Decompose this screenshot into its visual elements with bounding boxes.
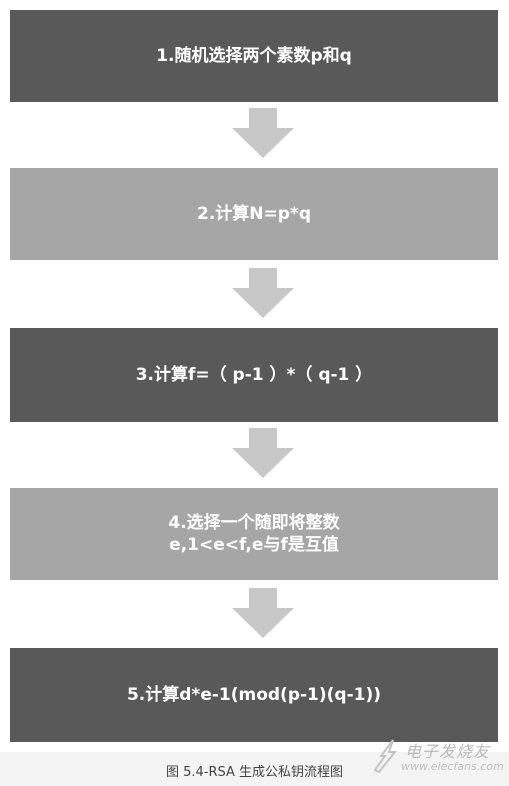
arrow-shape — [232, 268, 294, 318]
arrow-down-icon — [232, 588, 294, 638]
arrow-shape — [232, 588, 294, 638]
step-4-text-line-2: e,1<e<f,e与f是互值 — [169, 535, 339, 555]
arrow-shape — [232, 428, 294, 478]
watermark: 电子发烧友 www.elecfans.com — [371, 734, 504, 780]
step-4-text-line-1: 4.选择一个随即将整数 — [168, 513, 340, 533]
step-3-text: 3.计算f=（ p-1 ）*（ q-1 ） — [135, 365, 373, 385]
arrow-down-icon — [232, 428, 294, 478]
step-1-box: 1.随机选择两个素数p和q — [10, 10, 498, 102]
step-1-text: 1.随机选择两个素数p和q — [156, 46, 352, 66]
step-4-box: 4.选择一个随即将整数 e,1<e<f,e与f是互值 — [10, 488, 498, 580]
watermark-logo-icon — [373, 739, 398, 774]
figure-caption: 图 5.4-RSA 生成公私钥流程图 — [165, 765, 344, 780]
step-5-text: 5.计算d*e-1(mod(p-1)(q-1)) — [126, 685, 382, 705]
step-2-text: 2.计算N=p*q — [197, 204, 311, 224]
step-3-box: 3.计算f=（ p-1 ）*（ q-1 ） — [10, 328, 498, 422]
caption-band — [0, 752, 509, 786]
arrow-down-icon — [232, 108, 294, 158]
watermark-url: www.elecfans.com — [401, 760, 504, 773]
step-5-box: 5.计算d*e-1(mod(p-1)(q-1)) — [10, 648, 498, 742]
arrow-down-icon — [232, 268, 294, 318]
step-2-box: 2.计算N=p*q — [10, 168, 498, 260]
arrow-shape — [232, 108, 294, 158]
watermark-title: 电子发烧友 — [405, 742, 491, 761]
